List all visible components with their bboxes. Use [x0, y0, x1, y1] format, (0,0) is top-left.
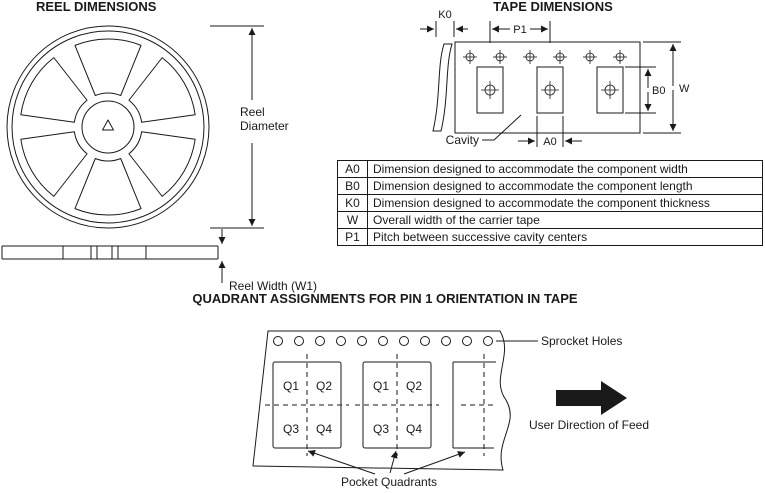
dimension-table: A0 Dimension designed to accommodate the… [337, 160, 763, 246]
quadrant-assignments-drawing: QUADRANT ASSIGNMENTS FOR PIN 1 ORIENTATI… [192, 291, 649, 489]
feed-direction-label: User Direction of Feed [529, 418, 649, 432]
sprocket-hole-icon [315, 336, 325, 346]
a0-label: A0 [543, 136, 556, 148]
carrier-tape-body [454, 41, 641, 134]
w-dimension: W [643, 41, 690, 134]
reel-dimensions-drawing: REEL DIMENSIONS [1, 0, 317, 293]
feed-direction-arrow-icon [556, 381, 627, 415]
sprocket-holes-strip [273, 336, 493, 346]
symbol-cell: W [337, 211, 368, 229]
table-row: K0 Dimension designed to accommodate the… [337, 194, 763, 212]
sprocket-hole-icon [336, 336, 346, 346]
pocket-2: Q1 Q2 Q3 Q4 [355, 354, 439, 456]
sprocket-hole-icon [483, 336, 493, 346]
pocket2-q1-label: Q1 [373, 379, 389, 393]
cavity-pocket [476, 66, 504, 114]
b0-dimension: B0 [625, 66, 665, 114]
feed-direction: User Direction of Feed [529, 381, 649, 432]
reel-width-label: Reel Width (W1) [229, 279, 317, 293]
a0-dimension: A0 [518, 116, 582, 148]
cavity-label: Cavity [446, 133, 479, 147]
pocket2-q3-label: Q3 [373, 422, 389, 436]
sprocket-hole-icon [357, 336, 367, 346]
reel-diameter-label-line2: Diameter [240, 119, 289, 133]
pocket1-q4-label: Q4 [316, 422, 332, 436]
sprocket-hole-icon [399, 336, 409, 346]
symbol-cell: A0 [337, 160, 368, 178]
pocket1-q2-label: Q2 [316, 379, 332, 393]
cavity-callout: Cavity [446, 114, 522, 147]
pocket1-q1-label: Q1 [283, 379, 299, 393]
reel-front-view [6, 25, 210, 229]
reel-hub [81, 100, 135, 154]
description-cell: Dimension designed to accommodate the co… [367, 177, 763, 195]
reel-side-view [1, 245, 219, 260]
sprocket-holes-label: Sprocket Holes [541, 334, 622, 348]
reel-width-dimension: Reel Width (W1) [218, 229, 317, 293]
pocket2-q2-label: Q2 [406, 379, 422, 393]
p1-label: P1 [513, 24, 526, 36]
reel-diameter-label-line1: Reel [240, 105, 265, 119]
pocket-quadrants-label: Pocket Quadrants [341, 475, 437, 489]
sprocket-hole-icon [441, 336, 451, 346]
pocket-quadrants-callout: Pocket Quadrants [307, 449, 466, 489]
pocket-3-partial [452, 354, 497, 456]
cavity-pocket [596, 66, 624, 114]
cavities [476, 66, 624, 114]
table-row: W Overall width of the carrier tape [337, 211, 763, 229]
tape-dimensions-drawing: TAPE DIMENSIONS [420, 0, 690, 148]
quadrant-title: QUADRANT ASSIGNMENTS FOR PIN 1 ORIENTATI… [192, 291, 578, 306]
pocket2-q4-label: Q4 [406, 422, 422, 436]
reel-title: REEL DIMENSIONS [36, 0, 157, 14]
k0-label: K0 [438, 9, 451, 21]
description-cell: Overall width of the carrier tape [367, 211, 763, 229]
sprocket-hole-icon [420, 336, 430, 346]
symbol-cell: K0 [337, 194, 368, 212]
table-row: P1 Pitch between successive cavity cente… [337, 228, 763, 246]
pocket1-q3-label: Q3 [283, 422, 299, 436]
description-cell: Dimension designed to accommodate the co… [367, 160, 763, 178]
pocket-1: Q1 Q2 Q3 Q4 [265, 354, 349, 456]
hub-keying-triangle-icon [102, 119, 114, 131]
sprocket-hole-icon [462, 336, 472, 346]
table-row: B0 Dimension designed to accommodate the… [337, 177, 763, 195]
description-cell: Dimension designed to accommodate the co… [367, 194, 763, 212]
sprocket-hole-icon [294, 336, 304, 346]
sprocket-holes-callout: Sprocket Holes [496, 334, 622, 348]
symbol-cell: B0 [337, 177, 368, 195]
tape-title: TAPE DIMENSIONS [493, 0, 613, 14]
symbol-cell: P1 [337, 228, 368, 246]
k0-dimension: K0 [420, 9, 468, 37]
tape-strip-outline [252, 330, 511, 471]
description-cell: Pitch between successive cavity centers [367, 228, 763, 246]
sprocket-hole-icon [378, 336, 388, 346]
b0-label: B0 [652, 85, 665, 97]
w-label: W [679, 83, 690, 95]
sprocket-hole-icon [273, 336, 283, 346]
table-row: A0 Dimension designed to accommodate the… [337, 160, 763, 178]
p1-dimension: P1 [489, 21, 551, 43]
cavity-pocket [536, 66, 564, 114]
tape-folded-end [432, 43, 453, 132]
reel-diameter-dimension: Reel Diameter [210, 25, 289, 229]
